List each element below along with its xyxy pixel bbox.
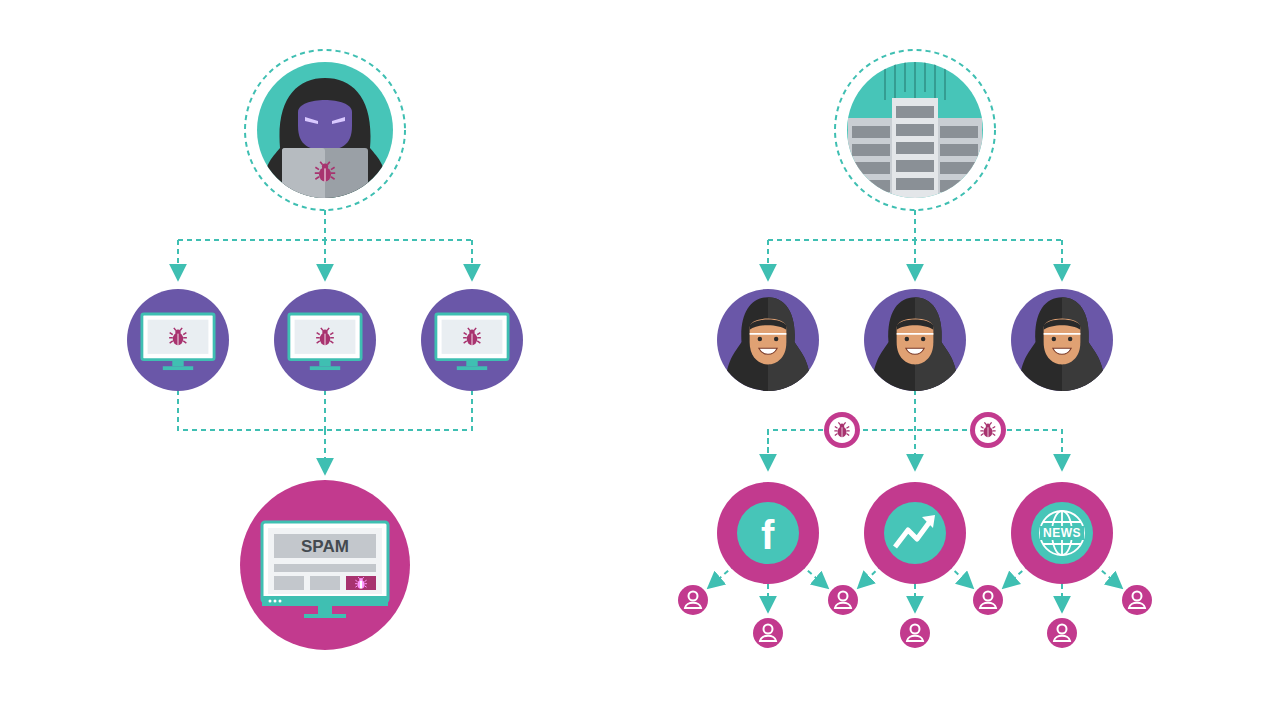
social-circle: f [717,482,819,584]
node-label: NEWS [1040,526,1084,540]
node-shape [240,480,410,650]
spam-screen-circle: SPAM [240,480,410,650]
node-label: SPAM [301,538,349,555]
node-label: f [761,515,774,555]
news-circle: NEWS [1011,482,1113,584]
